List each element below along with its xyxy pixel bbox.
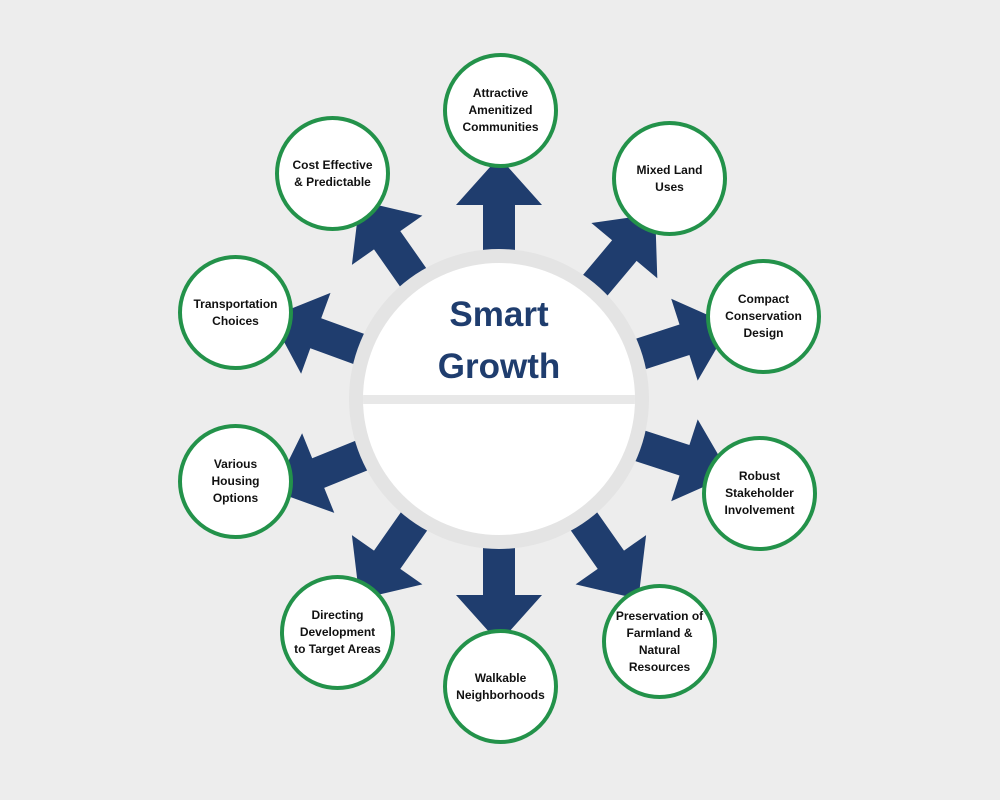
node-label: Directing Development to Target Areas [294, 608, 381, 656]
node-walkable-neighborhoods: Walkable Neighborhoods [443, 629, 558, 744]
node-transportation-choices: Transportation Choices [178, 255, 293, 370]
arrow-to-compact-conservation-design [622, 298, 731, 381]
hub-divider [363, 395, 635, 404]
hub-title-line2: Growth [437, 347, 561, 386]
hub-title-line1: Smart [449, 295, 549, 334]
node-label: Cost Effective & Predictable [292, 157, 373, 189]
node-label: Attractive Amenitized Communities [462, 86, 539, 134]
hub-circle: Smart Growth [363, 263, 635, 535]
node-various-housing-options: Various Housing Options [178, 424, 293, 539]
arrow-to-various-housing-options [273, 433, 380, 513]
node-mixed-land-uses: Mixed Land Uses [612, 121, 727, 236]
node-cost-effective-predictable: Cost Effective & Predictable [275, 116, 390, 231]
node-label: Walkable Neighborhoods [456, 670, 545, 702]
hub-title: Smart Growth [363, 289, 635, 393]
node-compact-conservation-design: Compact Conservation Design [706, 259, 821, 374]
arrow-to-directing-development [351, 501, 435, 600]
node-label: Mixed Land Uses [636, 162, 703, 194]
node-label: Various Housing Options [211, 457, 260, 505]
node-label: Transportation Choices [193, 296, 278, 328]
arrow-to-attractive-amenitized-communities [456, 157, 542, 265]
node-robust-stakeholder-involvement: Robust Stakeholder Involvement [702, 436, 817, 551]
node-label: Robust Stakeholder Involvement [724, 469, 795, 517]
node-preservation-of-farmland: Preservation of Farmland & Natural Resou… [602, 584, 717, 699]
node-attractive-amenitized-communities: Attractive Amenitized Communities [443, 53, 558, 168]
node-label: Compact Conservation Design [725, 292, 802, 340]
node-label: Preservation of Farmland & Natural Resou… [615, 608, 704, 674]
arrow-to-preservation-of-farmland [563, 501, 647, 600]
arrow-to-transportation-choices [270, 292, 378, 374]
node-directing-development: Directing Development to Target Areas [280, 575, 395, 690]
arrow-to-walkable-neighborhoods [456, 535, 542, 643]
